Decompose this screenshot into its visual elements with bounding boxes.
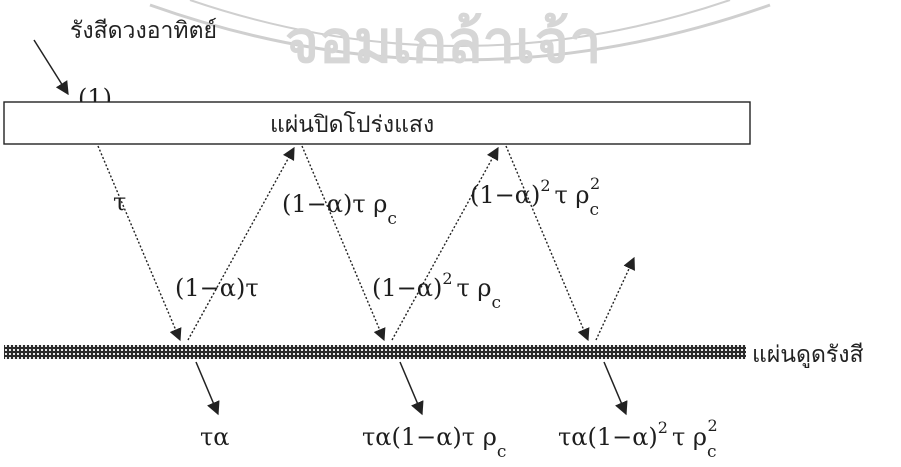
ray-down-3 [505, 145, 590, 342]
absorbed-arrow-1 [195, 361, 220, 416]
ray-up-2 [391, 146, 499, 341]
label-cover-reflect-1: (1−α)τ ρc [282, 190, 397, 229]
ray-down-2 [301, 145, 386, 342]
absorber-plate [4, 345, 746, 359]
absorbed-arrow-3 [603, 361, 628, 416]
ray-up-1 [187, 146, 295, 341]
incoming-ray-arrow [33, 39, 69, 96]
sun-rays-label: รังสีดวงอาทิตย์ [70, 17, 217, 44]
cover-plate [3, 101, 751, 145]
watermark-seal: จอมเกล้าเจ้า [149, 0, 771, 76]
absorbed-arrow-2 [399, 361, 424, 416]
label-tau: τ [113, 188, 126, 216]
ray-down-1 [97, 145, 182, 342]
label-absorbed-2: τα(1−α)τ ρc [362, 423, 506, 462]
absorber-plate-label: แผ่นดูดรังสี [752, 342, 864, 368]
label-absorber-reflect-1: (1−α)τ [175, 274, 259, 302]
cover-plate-label: แผ่นปิดโปร่งแสง [270, 111, 434, 138]
label-absorbed-1: τα [200, 423, 229, 451]
ray-up-3 [595, 256, 635, 341]
watermark-text: จอมเกล้าเจ้า [285, 8, 601, 76]
